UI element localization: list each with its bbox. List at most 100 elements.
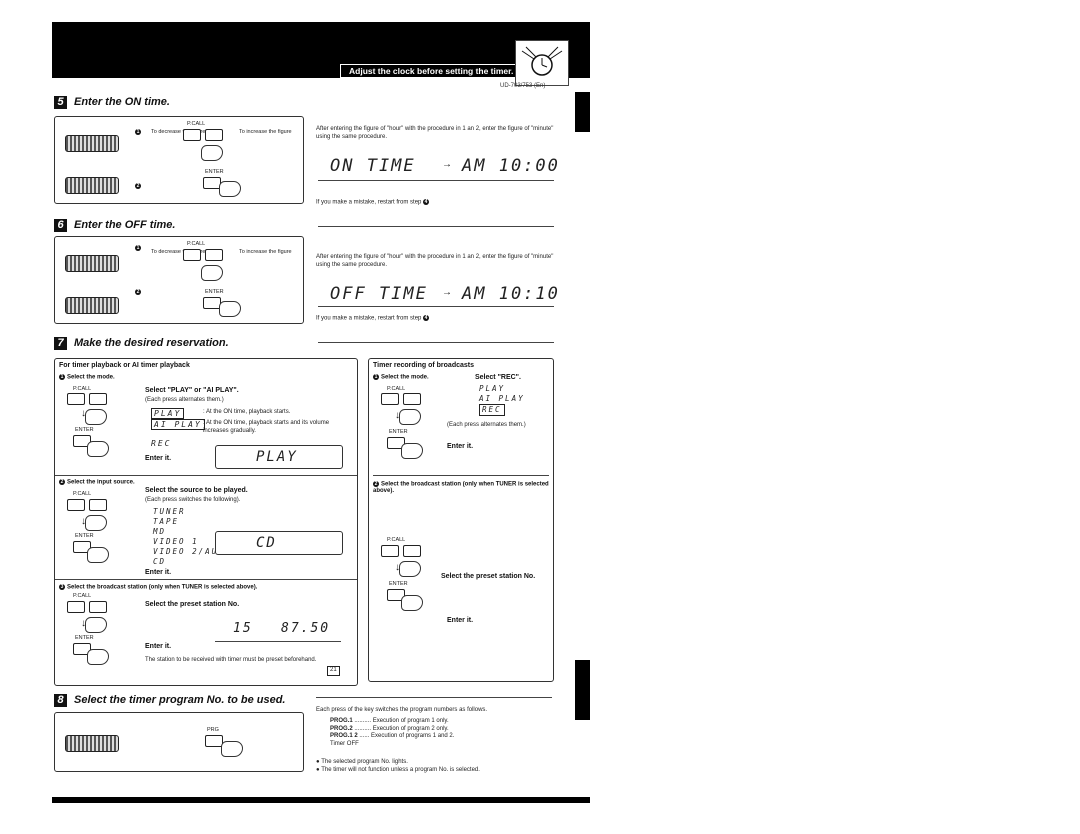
divider [55,579,357,580]
remote-icon [65,135,119,152]
hand-icon [201,145,223,161]
down-button-icon [381,545,399,557]
hand-icon [87,441,109,457]
up-button-icon [89,499,107,511]
step-5-illustration: 1 2 To decrease the figure P.CALL To inc… [54,116,304,204]
mistake-note-text: If you make a mistake, restart from step [316,199,422,206]
arrow-right-icon: → [442,159,452,170]
enter-it-label: Enter it. [145,455,172,462]
decrease-label: To decrease the figure [151,249,206,255]
enter-key-label: ENTER [75,635,94,641]
step-5-title: Enter the ON time. [74,96,170,108]
prg-key-label: PRG [207,727,219,733]
select-preset-text: Select the preset station No. [145,601,240,608]
alternates-note: (Each press alternates them.) [447,422,526,428]
rec-option-selected: REC [479,404,505,416]
divider [373,475,549,476]
pcall-label: P.CALL [187,241,206,247]
divider [318,226,554,227]
divider [318,180,554,181]
off-time-value-display: AM 10:10 [462,284,560,304]
mistake-step-ref: 4 [423,199,430,205]
divider [318,342,554,343]
pcall-label: P.CALL [73,593,92,599]
source-item: TAPE [153,517,180,526]
select-rec-text: Select "REC". [475,374,521,381]
option-ai-play-desc: : At the ON time, playback starts and it… [203,420,330,434]
program-note-2: ● The timer will not function unless a p… [316,767,480,773]
option-ai-play: AI PLAY [151,419,205,430]
alternates-note: (Each press alternates them.) [145,397,224,403]
step-5-number: 5 [54,96,67,109]
down-button-icon [67,601,85,613]
up-button-icon [89,601,107,613]
enter-it-label: Enter it. [145,569,172,576]
footer-bar [52,797,590,803]
divider [318,306,554,307]
divider [316,697,552,698]
timer-off-item: Timer OFF [330,740,359,747]
source-item: MD [153,527,167,536]
enter-key-label: ENTER [75,427,94,433]
remote-icon [65,255,119,272]
step-marker-1: 1 [135,129,141,135]
pcall-label: P.CALL [187,121,206,127]
option-play: PLAY [151,408,185,419]
enter-key-label: ENTER [389,581,408,587]
lcd-cd-text: CD [256,535,277,551]
lcd-preset-number: 15 [233,621,253,636]
step-6-note: After entering the figure of "hour" with… [316,254,554,268]
up-button-icon [205,249,223,261]
increase-label: To increase the figure [239,129,292,135]
divider [215,641,341,642]
page-ref: 21 [327,666,340,676]
divider [55,475,357,476]
select-play-text: Select "PLAY" or "AI PLAY". [145,387,239,394]
timer-playback-panel: For timer playback or AI timer playback … [54,358,358,686]
pcall-label: P.CALL [73,491,92,497]
program-list: PROG.1 .......... Execution of program 1… [330,718,454,748]
off-time-display: OFF TIME [330,284,428,304]
lcd-play-text: PLAY [256,449,298,465]
model-number: UD-703/753 (En) [500,83,546,89]
mistake-note-text: If you make a mistake, restart from step [316,315,422,322]
decrease-label: To decrease the figure [151,129,206,135]
down-arrow-icon: ↓ [81,618,86,629]
hand-icon [219,181,241,197]
page-tab-top [575,92,590,132]
step-marker-1: 1 [135,245,141,251]
enter-it-label: Enter it. [447,443,474,450]
hand-icon [399,409,421,425]
rec-option: PLAY [479,384,506,393]
source-item: CD [153,557,167,566]
pcall-label: P.CALL [387,537,406,543]
preset-note: The station to be received with timer mu… [145,657,317,663]
hand-icon [201,265,223,281]
up-button-icon [89,393,107,405]
lcd-cd-display: CD [215,531,343,555]
rec-option: AI PLAY [479,394,525,403]
source-item: VIDEO 1 [153,537,199,546]
down-arrow-icon: ↓ [81,408,86,419]
enter-it-label: Enter it. [447,617,474,624]
down-button-icon [67,499,85,511]
up-button-icon [403,545,421,557]
recording-heading: Timer recording of broadcasts [373,362,475,369]
program-item: PROG.1 2 ...... Execution of programs 1 … [330,733,455,739]
page-tab-bottom [575,660,590,720]
hand-icon [87,547,109,563]
select-source-text: Select the source to be played. [145,487,248,494]
source-item: VIDEO 2/AUX [153,547,225,556]
prg-button-icon [205,735,223,747]
down-button-icon [381,393,399,405]
lcd-play-display: PLAY [215,445,343,469]
hand-icon [401,443,423,459]
option-play-desc: : At the ON time, playback starts. [203,409,291,415]
down-arrow-icon: ↓ [81,516,86,527]
down-button-icon [67,393,85,405]
remote-icon [65,177,119,194]
step-8-intro: Each press of the key switches the progr… [316,707,488,713]
down-arrow-icon: ↓ [395,410,400,421]
